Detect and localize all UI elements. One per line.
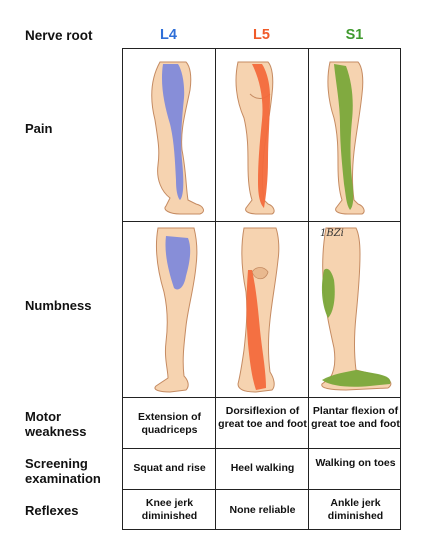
table-grid [122, 48, 401, 530]
motor-l4-cell: Extension of quadriceps [137, 411, 201, 436]
l5-pain-leg-illustration [235, 61, 275, 215]
l4-pain-region [161, 64, 185, 200]
row-label-screening-examination: Screening examination [25, 456, 101, 486]
s1-pain-leg-illustration [327, 61, 365, 215]
motor-l5-cell: Dorsiflexion of great toe and foot [218, 405, 307, 430]
motor-s1-cell: Plantar flexion of great toe and foot [311, 405, 400, 430]
s1-numbness-foot-region [322, 370, 391, 387]
column-header-l5: L5 [253, 27, 270, 43]
l5-pain-region [252, 64, 270, 208]
row-label-reflexes: Reflexes [25, 503, 79, 518]
column-header-s1: S1 [345, 27, 364, 43]
row-label-motor-weakness: Motor weakness [25, 409, 87, 439]
column-header-l4: L4 [160, 27, 177, 43]
s1-numbness-calf-region [321, 268, 335, 318]
screening-l4-cell: Squat and rise [133, 462, 206, 474]
nerve-root-header: Nerve root [25, 28, 93, 43]
l5-numbness-region [246, 270, 266, 390]
figure-note: 1BZi [320, 228, 344, 239]
row-label-pain: Pain [25, 121, 53, 136]
l4-numbness-region [165, 236, 191, 290]
screening-l5-cell: Heel walking [230, 462, 295, 474]
l4-pain-leg-illustration [151, 61, 204, 215]
s1-numbness-leg-illustration [321, 227, 392, 391]
row-label-numbness: Numbness [25, 298, 92, 313]
s1-pain-region [334, 64, 354, 210]
reflexes-l4-cell: Knee jerk diminished [141, 497, 198, 522]
l5-numbness-leg-illustration [237, 227, 280, 393]
l4-numbness-leg-illustration [154, 227, 198, 393]
reflexes-s1-cell: Ankle jerk diminished [327, 497, 384, 522]
reflexes-l5-cell: None reliable [229, 504, 296, 516]
screening-s1-cell: Walking on toes [315, 457, 396, 469]
